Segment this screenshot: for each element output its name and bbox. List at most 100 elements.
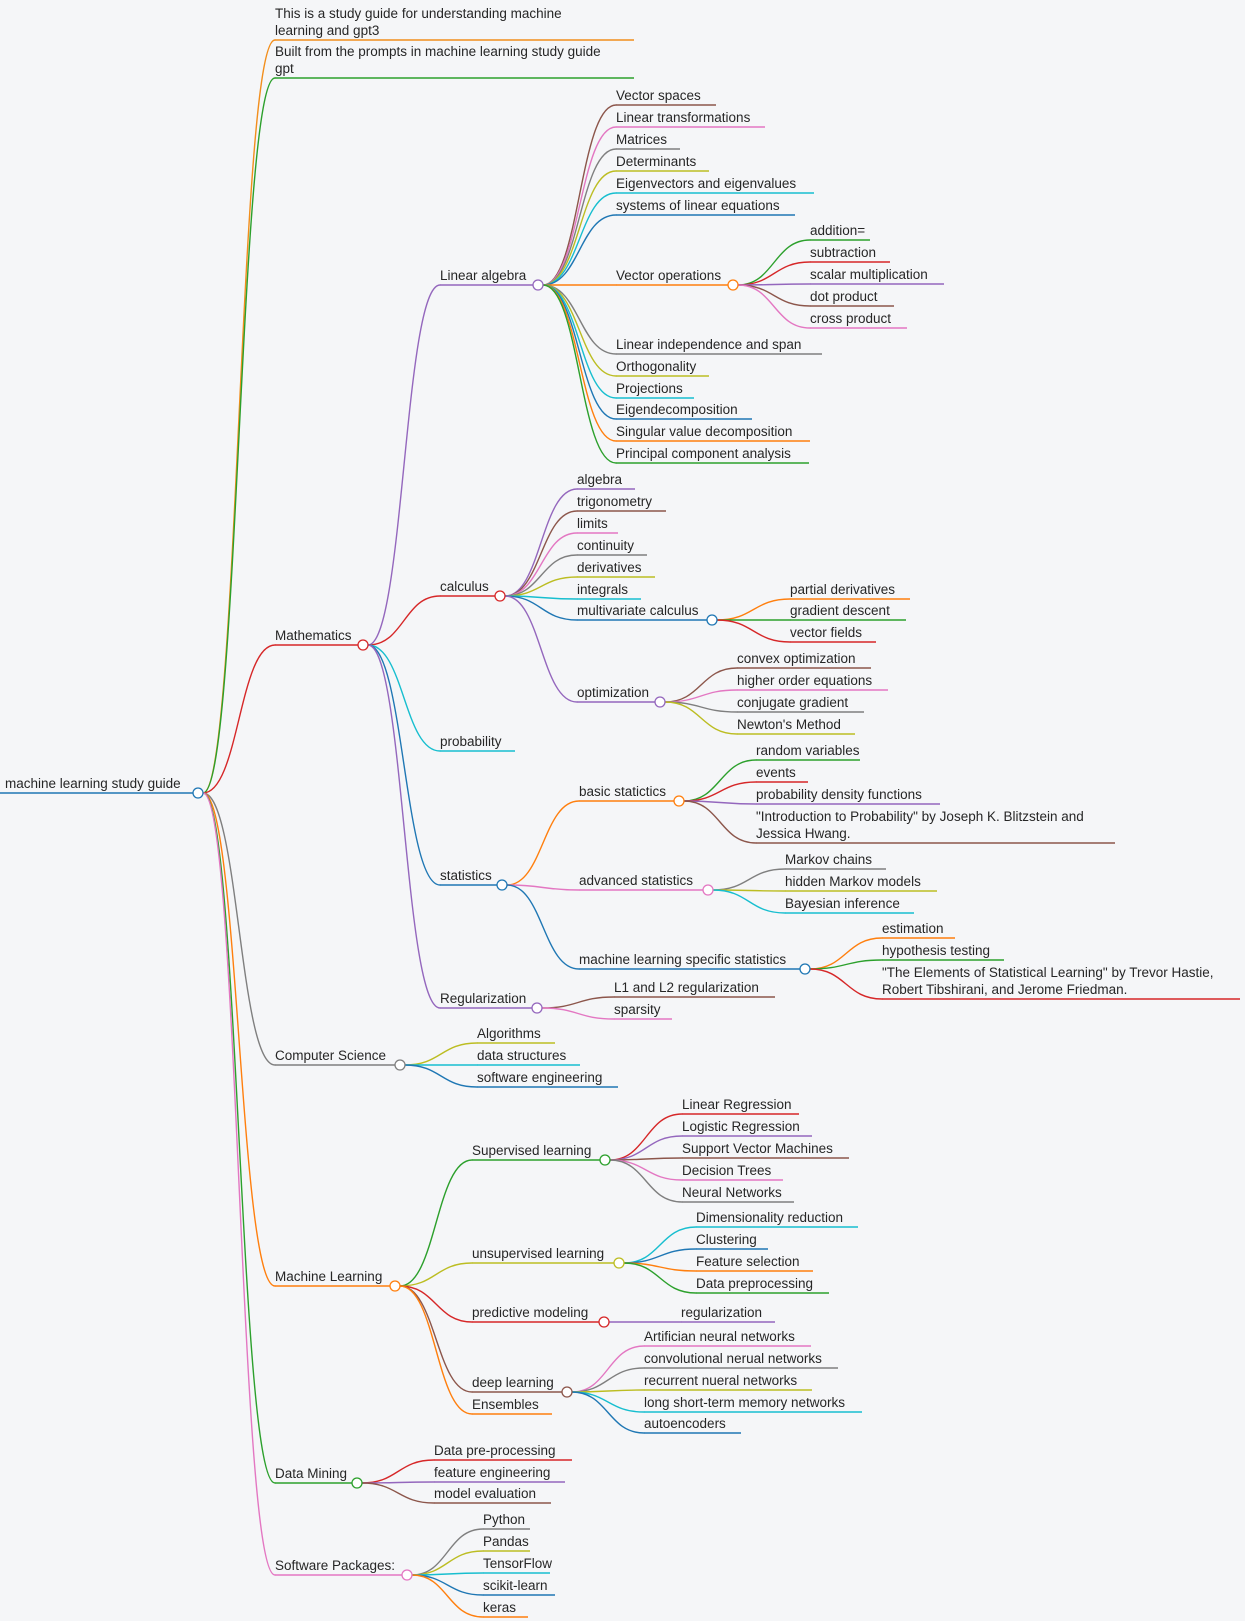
long-short-term-memory-networks-label[interactable]: long short-term memory networks	[644, 1395, 845, 1410]
subtraction-label[interactable]: subtraction	[810, 245, 876, 260]
basic-statictics-collapse-toggle[interactable]	[673, 795, 685, 807]
vector-operations-collapse-toggle[interactable]	[727, 279, 739, 291]
systems-of-linear-equations-label[interactable]: systems of linear equations	[616, 198, 780, 213]
keras-label[interactable]: keras	[483, 1600, 516, 1615]
predictive-modeling-label[interactable]: predictive modeling	[472, 1305, 588, 1320]
regularization-label[interactable]: regularization	[681, 1305, 762, 1320]
autoencoders-label[interactable]: autoencoders	[644, 1416, 726, 1431]
dimensionality-reduction-label[interactable]: Dimensionality reduction	[696, 1210, 843, 1225]
newton-s-method-label[interactable]: Newton's Method	[737, 717, 841, 732]
continuity-label[interactable]: continuity	[577, 538, 634, 553]
derivatives-label[interactable]: derivatives	[577, 560, 642, 575]
the-elements-of-statistical-learning-by--label[interactable]: "The Elements of Statistical Learning" b…	[882, 965, 1213, 997]
principal-component-analysis-label[interactable]: Principal component analysis	[616, 446, 791, 461]
deep-learning-label[interactable]: deep learning	[472, 1375, 554, 1390]
integrals-label[interactable]: integrals	[577, 582, 628, 597]
mathematics-collapse-toggle[interactable]	[357, 639, 369, 651]
data-mining-collapse-toggle[interactable]	[351, 1477, 363, 1489]
logistic-regression-label[interactable]: Logistic Regression	[682, 1119, 800, 1134]
scalar-multiplication-label[interactable]: scalar multiplication	[810, 267, 928, 282]
tensorflow-label[interactable]: TensorFlow	[483, 1556, 552, 1571]
hypothesis-testing-label[interactable]: hypothesis testing	[882, 943, 990, 958]
projections-label[interactable]: Projections	[616, 381, 683, 396]
computer-science-label[interactable]: Computer Science	[275, 1048, 386, 1063]
statistics-label[interactable]: statistics	[440, 868, 492, 883]
machine-learning-specific-statistics-label[interactable]: machine learning specific statistics	[579, 952, 786, 967]
decision-trees-label[interactable]: Decision Trees	[682, 1163, 772, 1178]
l1-and-l2-regularization-label[interactable]: L1 and L2 regularization	[614, 980, 759, 995]
hidden-markov-models-label[interactable]: hidden Markov models	[785, 874, 921, 889]
sparsity-label[interactable]: sparsity	[614, 1002, 661, 1017]
events-label[interactable]: events	[756, 765, 796, 780]
recurrent-nueral-networks-label[interactable]: recurrent nueral networks	[644, 1373, 797, 1388]
feature-engineering-label[interactable]: feature engineering	[434, 1465, 550, 1480]
pandas-label[interactable]: Pandas	[483, 1534, 529, 1549]
limits-label[interactable]: limits	[577, 516, 608, 531]
random-variables-label[interactable]: random variables	[756, 743, 860, 758]
software-packages-collapse-toggle[interactable]	[401, 1569, 413, 1581]
neural-networks-label[interactable]: Neural Networks	[682, 1185, 782, 1200]
software-packages-label[interactable]: Software Packages:	[275, 1558, 395, 1573]
this-is-a-study-guide-for-understanding--label[interactable]: This is a study guide for understanding …	[275, 6, 562, 38]
ensembles-label[interactable]: Ensembles	[472, 1397, 539, 1412]
convex-optimization-label[interactable]: convex optimization	[737, 651, 856, 666]
eigenvectors-and-eigenvalues-label[interactable]: Eigenvectors and eigenvalues	[616, 176, 796, 191]
estimation-label[interactable]: estimation	[882, 921, 944, 936]
advanced-statistics-label[interactable]: advanced statistics	[579, 873, 693, 888]
linear-independence-and-span-label[interactable]: Linear independence and span	[616, 337, 801, 352]
model-evaluation-label[interactable]: model evaluation	[434, 1486, 536, 1501]
regularization-label[interactable]: Regularization	[440, 991, 526, 1006]
clustering-label[interactable]: Clustering	[696, 1232, 757, 1247]
machine-learning-study-guide-collapse-toggle[interactable]	[192, 787, 204, 799]
singular-value-decomposition-label[interactable]: Singular value decomposition	[616, 424, 792, 439]
mathematics-label[interactable]: Mathematics	[275, 628, 352, 643]
predictive-modeling-collapse-toggle[interactable]	[598, 1316, 610, 1328]
artifician-neural-networks-label[interactable]: Artifician neural networks	[644, 1329, 795, 1344]
conjugate-gradient-label[interactable]: conjugate gradient	[737, 695, 848, 710]
root-topic-label[interactable]: machine learning study guide	[5, 776, 181, 791]
supervised-learning-label[interactable]: Supervised learning	[472, 1143, 591, 1158]
linear-algebra-collapse-toggle[interactable]	[532, 279, 544, 291]
regularization-collapse-toggle[interactable]	[531, 1002, 543, 1014]
cross-product-label[interactable]: cross product	[810, 311, 891, 326]
orthogonality-label[interactable]: Orthogonality	[616, 359, 697, 374]
machine-learning-collapse-toggle[interactable]	[389, 1280, 401, 1292]
partial-derivatives-label[interactable]: partial derivatives	[790, 582, 895, 597]
python-label[interactable]: Python	[483, 1512, 525, 1527]
dot-product-label[interactable]: dot product	[810, 289, 878, 304]
basic-statictics-label[interactable]: basic statictics	[579, 784, 666, 799]
built-from-the-prompts-in-machine-learni-label[interactable]: Built from the prompts in machine learni…	[275, 44, 601, 76]
advanced-statistics-collapse-toggle[interactable]	[702, 884, 714, 896]
gradient-descent-label[interactable]: gradient descent	[790, 603, 890, 618]
data-mining-label[interactable]: Data Mining	[275, 1466, 347, 1481]
eigendecomposition-label[interactable]: Eigendecomposition	[616, 402, 738, 417]
optimization-label[interactable]: optimization	[577, 685, 649, 700]
scikit-learn-label[interactable]: scikit-learn	[483, 1578, 548, 1593]
deep-learning-collapse-toggle[interactable]	[561, 1386, 573, 1398]
supervised-learning-collapse-toggle[interactable]	[599, 1154, 611, 1166]
software-engineering-label[interactable]: software engineering	[477, 1070, 602, 1085]
linear-transformations-label[interactable]: Linear transformations	[616, 110, 751, 125]
optimization-collapse-toggle[interactable]	[654, 696, 666, 708]
algebra-label[interactable]: algebra	[577, 472, 623, 487]
data-structures-label[interactable]: data structures	[477, 1048, 567, 1063]
bayesian-inference-label[interactable]: Bayesian inference	[785, 896, 900, 911]
markov-chains-label[interactable]: Markov chains	[785, 852, 872, 867]
vector-fields-label[interactable]: vector fields	[790, 625, 862, 640]
algorithms-label[interactable]: Algorithms	[477, 1026, 541, 1041]
determinants-label[interactable]: Determinants	[616, 154, 697, 169]
introduction-to-probability-by-joseph-k--label[interactable]: "Introduction to Probability" by Joseph …	[756, 809, 1084, 841]
calculus-collapse-toggle[interactable]	[494, 590, 506, 602]
support-vector-machines-label[interactable]: Support Vector Machines	[682, 1141, 833, 1156]
multivariate-calculus-collapse-toggle[interactable]	[706, 614, 718, 626]
vector-spaces-label[interactable]: Vector spaces	[616, 88, 701, 103]
addition-label[interactable]: addition=	[810, 223, 865, 238]
computer-science-collapse-toggle[interactable]	[394, 1059, 406, 1071]
statistics-collapse-toggle[interactable]	[496, 879, 508, 891]
trigonometry-label[interactable]: trigonometry	[577, 494, 652, 509]
calculus-label[interactable]: calculus	[440, 579, 489, 594]
convolutional-nerual-networks-label[interactable]: convolutional nerual networks	[644, 1351, 822, 1366]
machine-learning-label[interactable]: Machine Learning	[275, 1269, 382, 1284]
machine-learning-specific-statistics-collapse-toggle[interactable]	[799, 963, 811, 975]
unsupervised-learning-collapse-toggle[interactable]	[613, 1257, 625, 1269]
